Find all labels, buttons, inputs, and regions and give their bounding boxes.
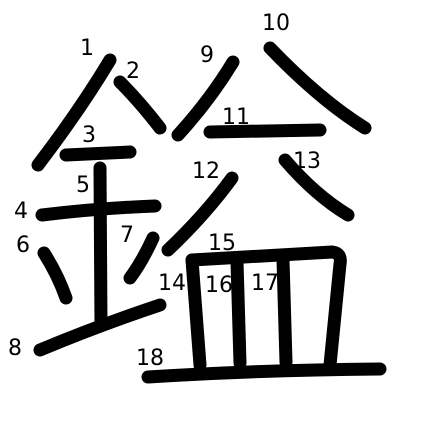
stroke-number-11: 11 [222,105,250,130]
stroke-number-18: 18 [136,346,164,371]
stroke-17 [276,253,293,369]
stroke-8 [33,298,167,357]
stroke-10 [263,41,372,135]
stroke-number-2: 2 [126,59,140,84]
stroke-number-10: 10 [262,11,290,36]
stroke-13 [278,153,355,222]
stroke-number-6: 6 [16,233,30,258]
stroke-18 [141,362,387,384]
stroke-6 [37,246,73,305]
stroke-number-3: 3 [82,123,96,148]
stroke-number-8: 8 [8,336,22,361]
stroke-1 [31,53,117,172]
stroke-number-4: 4 [14,199,28,224]
stroke-number-1: 1 [80,36,94,61]
stroke-2 [113,75,167,135]
stroke-9 [171,55,240,142]
stroke-number-15: 15 [208,231,236,256]
stroke-number-7: 7 [120,223,134,248]
stroke-5 [93,161,108,332]
stroke-number-12: 12 [192,159,220,184]
stroke-16 [230,255,247,370]
stroke-7 [123,231,160,285]
stroke-number-17: 17 [251,271,279,296]
stroke-number-14: 14 [158,271,186,296]
stroke-number-13: 13 [293,149,321,174]
stroke-number-5: 5 [76,173,90,198]
stroke-number-9: 9 [200,43,214,68]
stroke-12 [161,171,239,257]
stroke-15 [185,245,347,372]
stroke-number-16: 16 [205,273,233,298]
stroke-3 [59,145,137,162]
stroke-14 [185,253,207,372]
stroke-11 [203,123,327,139]
